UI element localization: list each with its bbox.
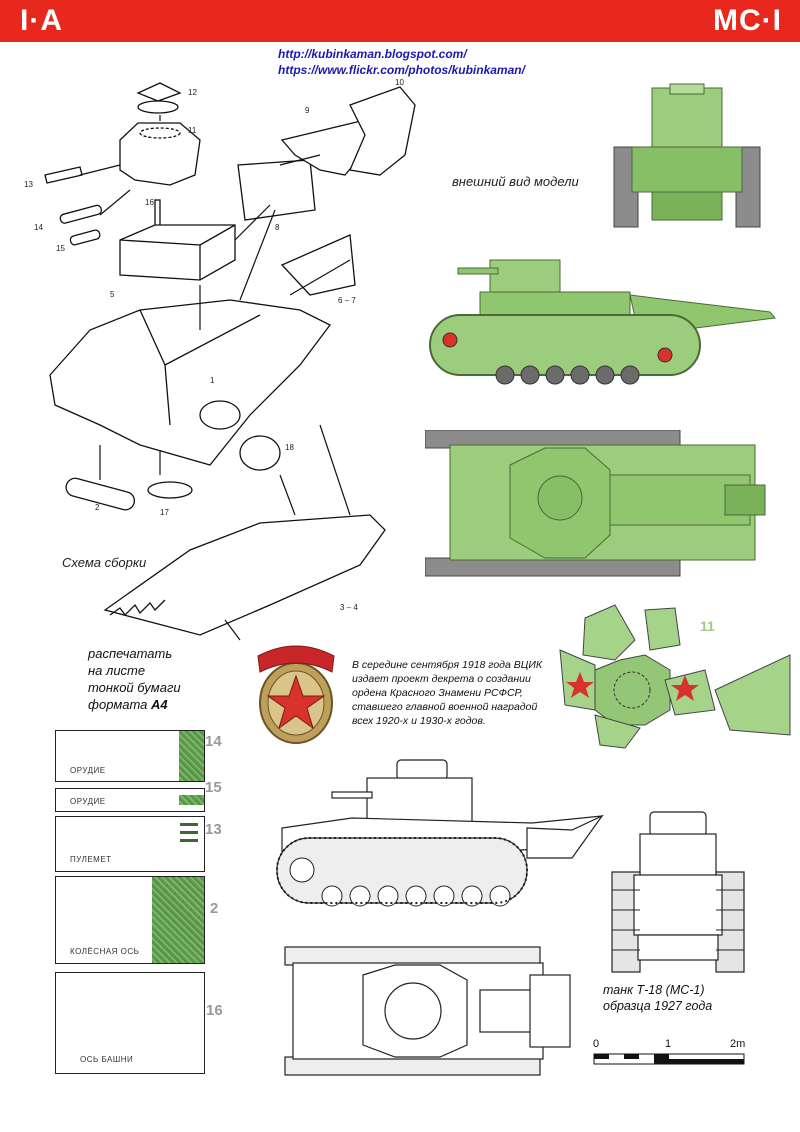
part-11-label: 11 <box>700 618 715 634</box>
print-note-format: A4 <box>151 697 168 712</box>
label-6-7: 6 – 7 <box>338 296 356 305</box>
order-description: В середине сентября 1918 года ВЦИК издае… <box>352 658 542 728</box>
order-desc-line-1: В середине сентября 1918 года ВЦИК <box>352 659 543 671</box>
label-12: 12 <box>188 88 197 97</box>
order-desc-line-4: ставшего главной военной наградой <box>352 701 538 713</box>
part-15 <box>69 229 101 246</box>
model-side-view <box>429 259 776 385</box>
scale-tick-1: 1 <box>665 1038 672 1050</box>
order-desc-line-2: издает проект декрета о создании <box>352 673 531 685</box>
tank-top-drawing <box>284 946 571 1076</box>
label-10: 10 <box>395 78 404 87</box>
label-11: 11 <box>188 126 197 135</box>
part-6-7 <box>280 234 356 296</box>
model-top-view <box>425 430 766 577</box>
label-17: 17 <box>160 508 169 517</box>
print-note-line-2: на листе <box>88 663 146 678</box>
strip-turret-axle-16: ОСЬ БАШНИ <box>55 972 205 1074</box>
part-3-4 <box>103 514 386 636</box>
part-14 <box>59 204 103 224</box>
header-left-code: I·A <box>20 4 63 37</box>
url-flickr[interactable]: https://www.flickr.com/photos/kubinkaman… <box>278 63 525 77</box>
strip-gun-15: ОРУДИЕ <box>55 788 205 812</box>
part-13 <box>44 166 83 184</box>
scale-tick-0: 0 <box>593 1038 600 1050</box>
label-14: 14 <box>34 223 43 232</box>
part-12-ring <box>137 100 179 114</box>
label-9: 9 <box>305 106 310 115</box>
part-18 <box>239 435 281 471</box>
strip-label: ОСЬ БАШНИ <box>80 1055 134 1064</box>
print-note-line-1: распечатать <box>88 646 173 661</box>
red-star-icon <box>566 672 594 698</box>
tank-caption-line-1: танк Т-18 (МС-1) <box>603 983 705 997</box>
model-front-view <box>613 83 761 228</box>
order-red-banner-icon <box>257 645 335 744</box>
label-2: 2 <box>95 503 100 512</box>
part-12-cone <box>136 82 182 102</box>
strip-num-13: 13 <box>205 821 222 838</box>
label-13: 13 <box>24 180 33 189</box>
part-10 <box>349 86 416 176</box>
part-11-turret <box>119 122 201 186</box>
scale-bar <box>593 1053 745 1065</box>
strip-label: ОРУДИЕ <box>70 797 106 806</box>
label-16: 16 <box>145 198 154 207</box>
part-17 <box>147 481 193 499</box>
order-desc-line-3: ордена Красного Знамени РСФСР, <box>352 687 523 699</box>
part-1-hull <box>49 299 331 466</box>
label-1: 1 <box>210 376 215 385</box>
label-18: 18 <box>285 443 294 452</box>
print-note-line-4: формата <box>88 697 151 712</box>
part-11-net <box>559 604 791 749</box>
label-3-4: 3 – 4 <box>340 603 358 612</box>
part-1-wheel-hole <box>199 400 241 430</box>
strip-label: КОЛЁСНАЯ ОСЬ <box>70 947 140 956</box>
url-blog[interactable]: http://kubinkaman.blogspot.com/ <box>278 47 467 61</box>
strip-num-2: 2 <box>210 900 219 917</box>
part-8 <box>237 159 316 221</box>
label-5: 5 <box>110 290 115 299</box>
caption-assembly: Схема сборки <box>62 555 147 570</box>
tank-side-drawing <box>276 759 604 907</box>
caption-external-view: внешний вид модели <box>452 174 579 189</box>
strip-axle-2: КОЛЁСНАЯ ОСЬ <box>55 876 205 964</box>
strip-mg-13: ПУЛЕМЕТ <box>55 816 205 872</box>
sprocket-red <box>442 332 458 348</box>
strip-num-14: 14 <box>205 733 222 750</box>
strip-num-16: 16 <box>206 1002 223 1019</box>
part-2 <box>65 477 136 511</box>
part-5 <box>119 224 236 281</box>
header-bar <box>0 0 800 42</box>
label-15: 15 <box>56 244 65 253</box>
assembly-diagram: 12 11 10 9 13 16 14 15 8 5 6 – 7 1 18 17… <box>24 78 416 641</box>
red-star-icon <box>671 675 699 701</box>
scale-tick-2m: 2m <box>730 1038 746 1050</box>
print-note: распечатать на листе тонкой бумаги форма… <box>88 645 181 713</box>
label-8: 8 <box>275 223 280 232</box>
strip-num-15: 15 <box>205 779 222 796</box>
header-right-code: MC·I <box>713 4 782 37</box>
tank-caption-line-2: образца 1927 года <box>603 999 713 1013</box>
strip-label: ПУЛЕМЕТ <box>70 855 112 864</box>
tank-caption: танк Т-18 (МС-1) образца 1927 года <box>603 982 712 1014</box>
print-note-line-3: тонкой бумаги <box>88 680 181 695</box>
strip-label: ОРУДИЕ <box>70 766 106 775</box>
strip-gun-14: ОРУДИЕ <box>55 730 205 782</box>
tank-front-drawing <box>611 811 745 973</box>
order-desc-line-5: всех 1920-х и 1930-х годов. <box>352 715 486 727</box>
